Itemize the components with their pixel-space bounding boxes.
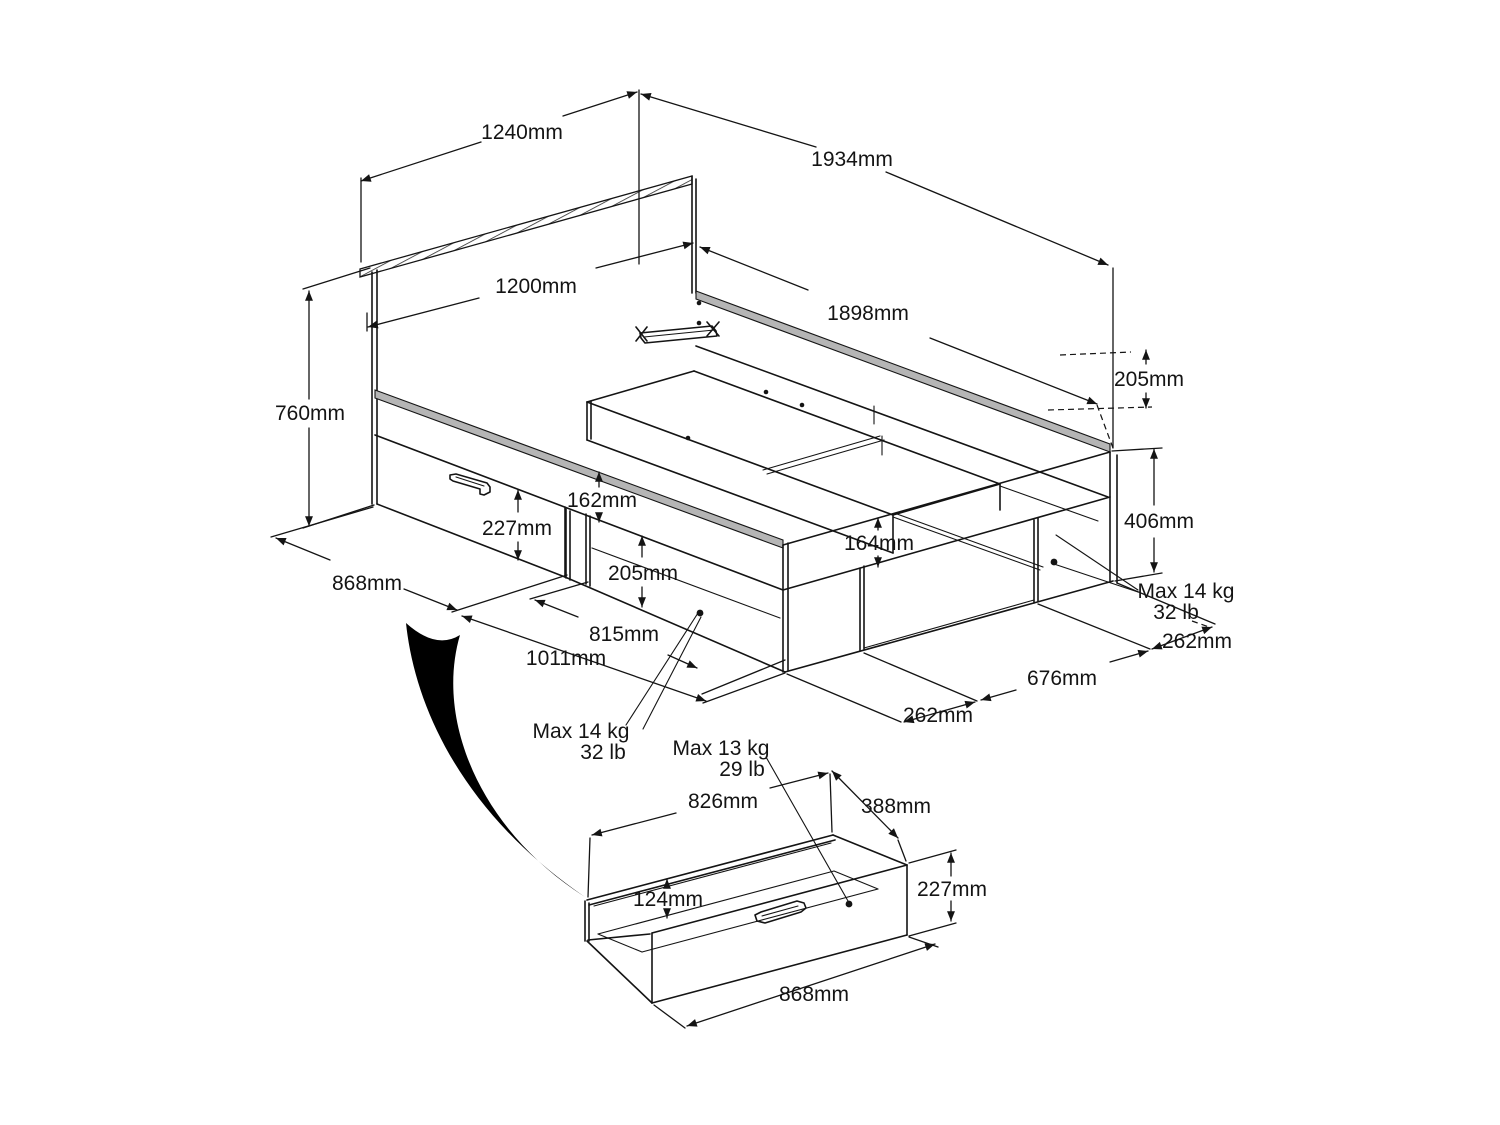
- storage-drawer: [584, 834, 908, 1004]
- svg-text:32 lb: 32 lb: [580, 741, 626, 764]
- load-limit-side-niche: Max 14 kg 32 lb: [533, 609, 704, 764]
- side-drawer-front: [376, 473, 566, 578]
- svg-text:Max 14 kg: Max 14 kg: [533, 720, 630, 743]
- svg-text:868mm: 868mm: [779, 983, 849, 1006]
- screw-hole-icon: [799, 402, 805, 408]
- svg-text:388mm: 388mm: [861, 795, 931, 818]
- svg-text:164mm: 164mm: [844, 532, 914, 555]
- svg-text:1011mm: 1011mm: [526, 647, 606, 670]
- dim-headboard-width: 1240mm: [360, 89, 640, 265]
- svg-text:227mm: 227mm: [482, 517, 552, 540]
- deck-frame: [892, 485, 1099, 571]
- screw-hole-icon: [685, 435, 691, 441]
- spare-handle-icon: [635, 321, 720, 344]
- svg-text:760mm: 760mm: [275, 402, 345, 425]
- screw-hole-icon: [696, 300, 702, 306]
- svg-text:406mm: 406mm: [1124, 510, 1194, 533]
- dim-foot-deck-offset: 205mm: [1047, 349, 1184, 411]
- dim-side-drawer-bay: 868mm: [270, 506, 568, 613]
- dimensions: 1240mm 1934mm 1200mm 1898mm 760mm: [270, 89, 1232, 1029]
- drawer-removal-arrow: [406, 623, 585, 897]
- dim-side-niche-height: 205mm: [608, 535, 678, 608]
- load-limit-foot-niche: Max 14 kg 32 lb: [1050, 534, 1235, 624]
- svg-text:262mm: 262mm: [1162, 630, 1232, 653]
- dim-foot-niche-width: 676mm: [863, 603, 1151, 702]
- drawer-handle-icon: [449, 473, 491, 496]
- screw-hole-icon: [763, 389, 769, 395]
- svg-text:Max 14 kg: Max 14 kg: [1138, 580, 1235, 603]
- dim-drawer-inner-width: 826mm: [587, 771, 833, 898]
- dim-headboard-height: 760mm: [275, 267, 375, 529]
- svg-text:1240mm: 1240mm: [481, 121, 563, 144]
- drawer-handle-icon: [754, 900, 807, 924]
- dim-foot-height: 406mm: [1111, 447, 1194, 582]
- svg-text:205mm: 205mm: [1114, 368, 1184, 391]
- svg-text:227mm: 227mm: [917, 878, 987, 901]
- svg-text:1934mm: 1934mm: [811, 148, 893, 171]
- dim-side-drawer-front-height: 227mm: [482, 489, 552, 561]
- svg-text:868mm: 868mm: [332, 572, 402, 595]
- dim-side-inner-length: 1898mm: [699, 246, 1114, 449]
- svg-text:262mm: 262mm: [903, 704, 973, 727]
- svg-text:676mm: 676mm: [1027, 667, 1097, 690]
- screw-hole-icon: [696, 320, 702, 326]
- svg-text:826mm: 826mm: [688, 790, 758, 813]
- footboard: [782, 451, 1118, 673]
- dim-foot-niche-return: 262mm: [786, 673, 976, 727]
- svg-text:162mm: 162mm: [567, 489, 637, 512]
- svg-text:205mm: 205mm: [608, 562, 678, 585]
- svg-text:1200mm: 1200mm: [495, 275, 577, 298]
- dim-foot-corner-return: 262mm: [1116, 582, 1232, 653]
- svg-text:Max 13 kg: Max 13 kg: [673, 737, 770, 760]
- dim-foot-rail-lip: 164mm: [844, 517, 914, 568]
- dim-drawer-width: 868mm: [653, 936, 939, 1029]
- dim-drawer-front-height: 227mm: [908, 849, 987, 937]
- dim-headboard-inner-width: 1200mm: [366, 241, 694, 332]
- head-storage-box: [586, 370, 1001, 554]
- svg-text:1898mm: 1898mm: [827, 302, 909, 325]
- dim-drawer-depth: 388mm: [831, 770, 931, 862]
- dim-drawer-inner-height: 124mm: [633, 878, 703, 919]
- svg-text:124mm: 124mm: [633, 888, 703, 911]
- svg-text:29 lb: 29 lb: [719, 758, 765, 781]
- load-limit-drawer: Max 13 kg 29 lb: [673, 737, 853, 908]
- headboard: [359, 175, 702, 505]
- dim-bed-length: 1934mm: [640, 93, 1114, 449]
- svg-text:815mm: 815mm: [589, 623, 659, 646]
- dim-side-niche-inner: 815mm: [529, 581, 786, 695]
- dim-side-rail-lip: 162mm: [567, 471, 637, 523]
- bed-assembly: [359, 175, 1118, 673]
- svg-text:32 lb: 32 lb: [1153, 601, 1199, 624]
- load-limit-callouts: Max 14 kg 32 lb Max 14 kg 32 lb Max 13 k…: [533, 534, 1235, 908]
